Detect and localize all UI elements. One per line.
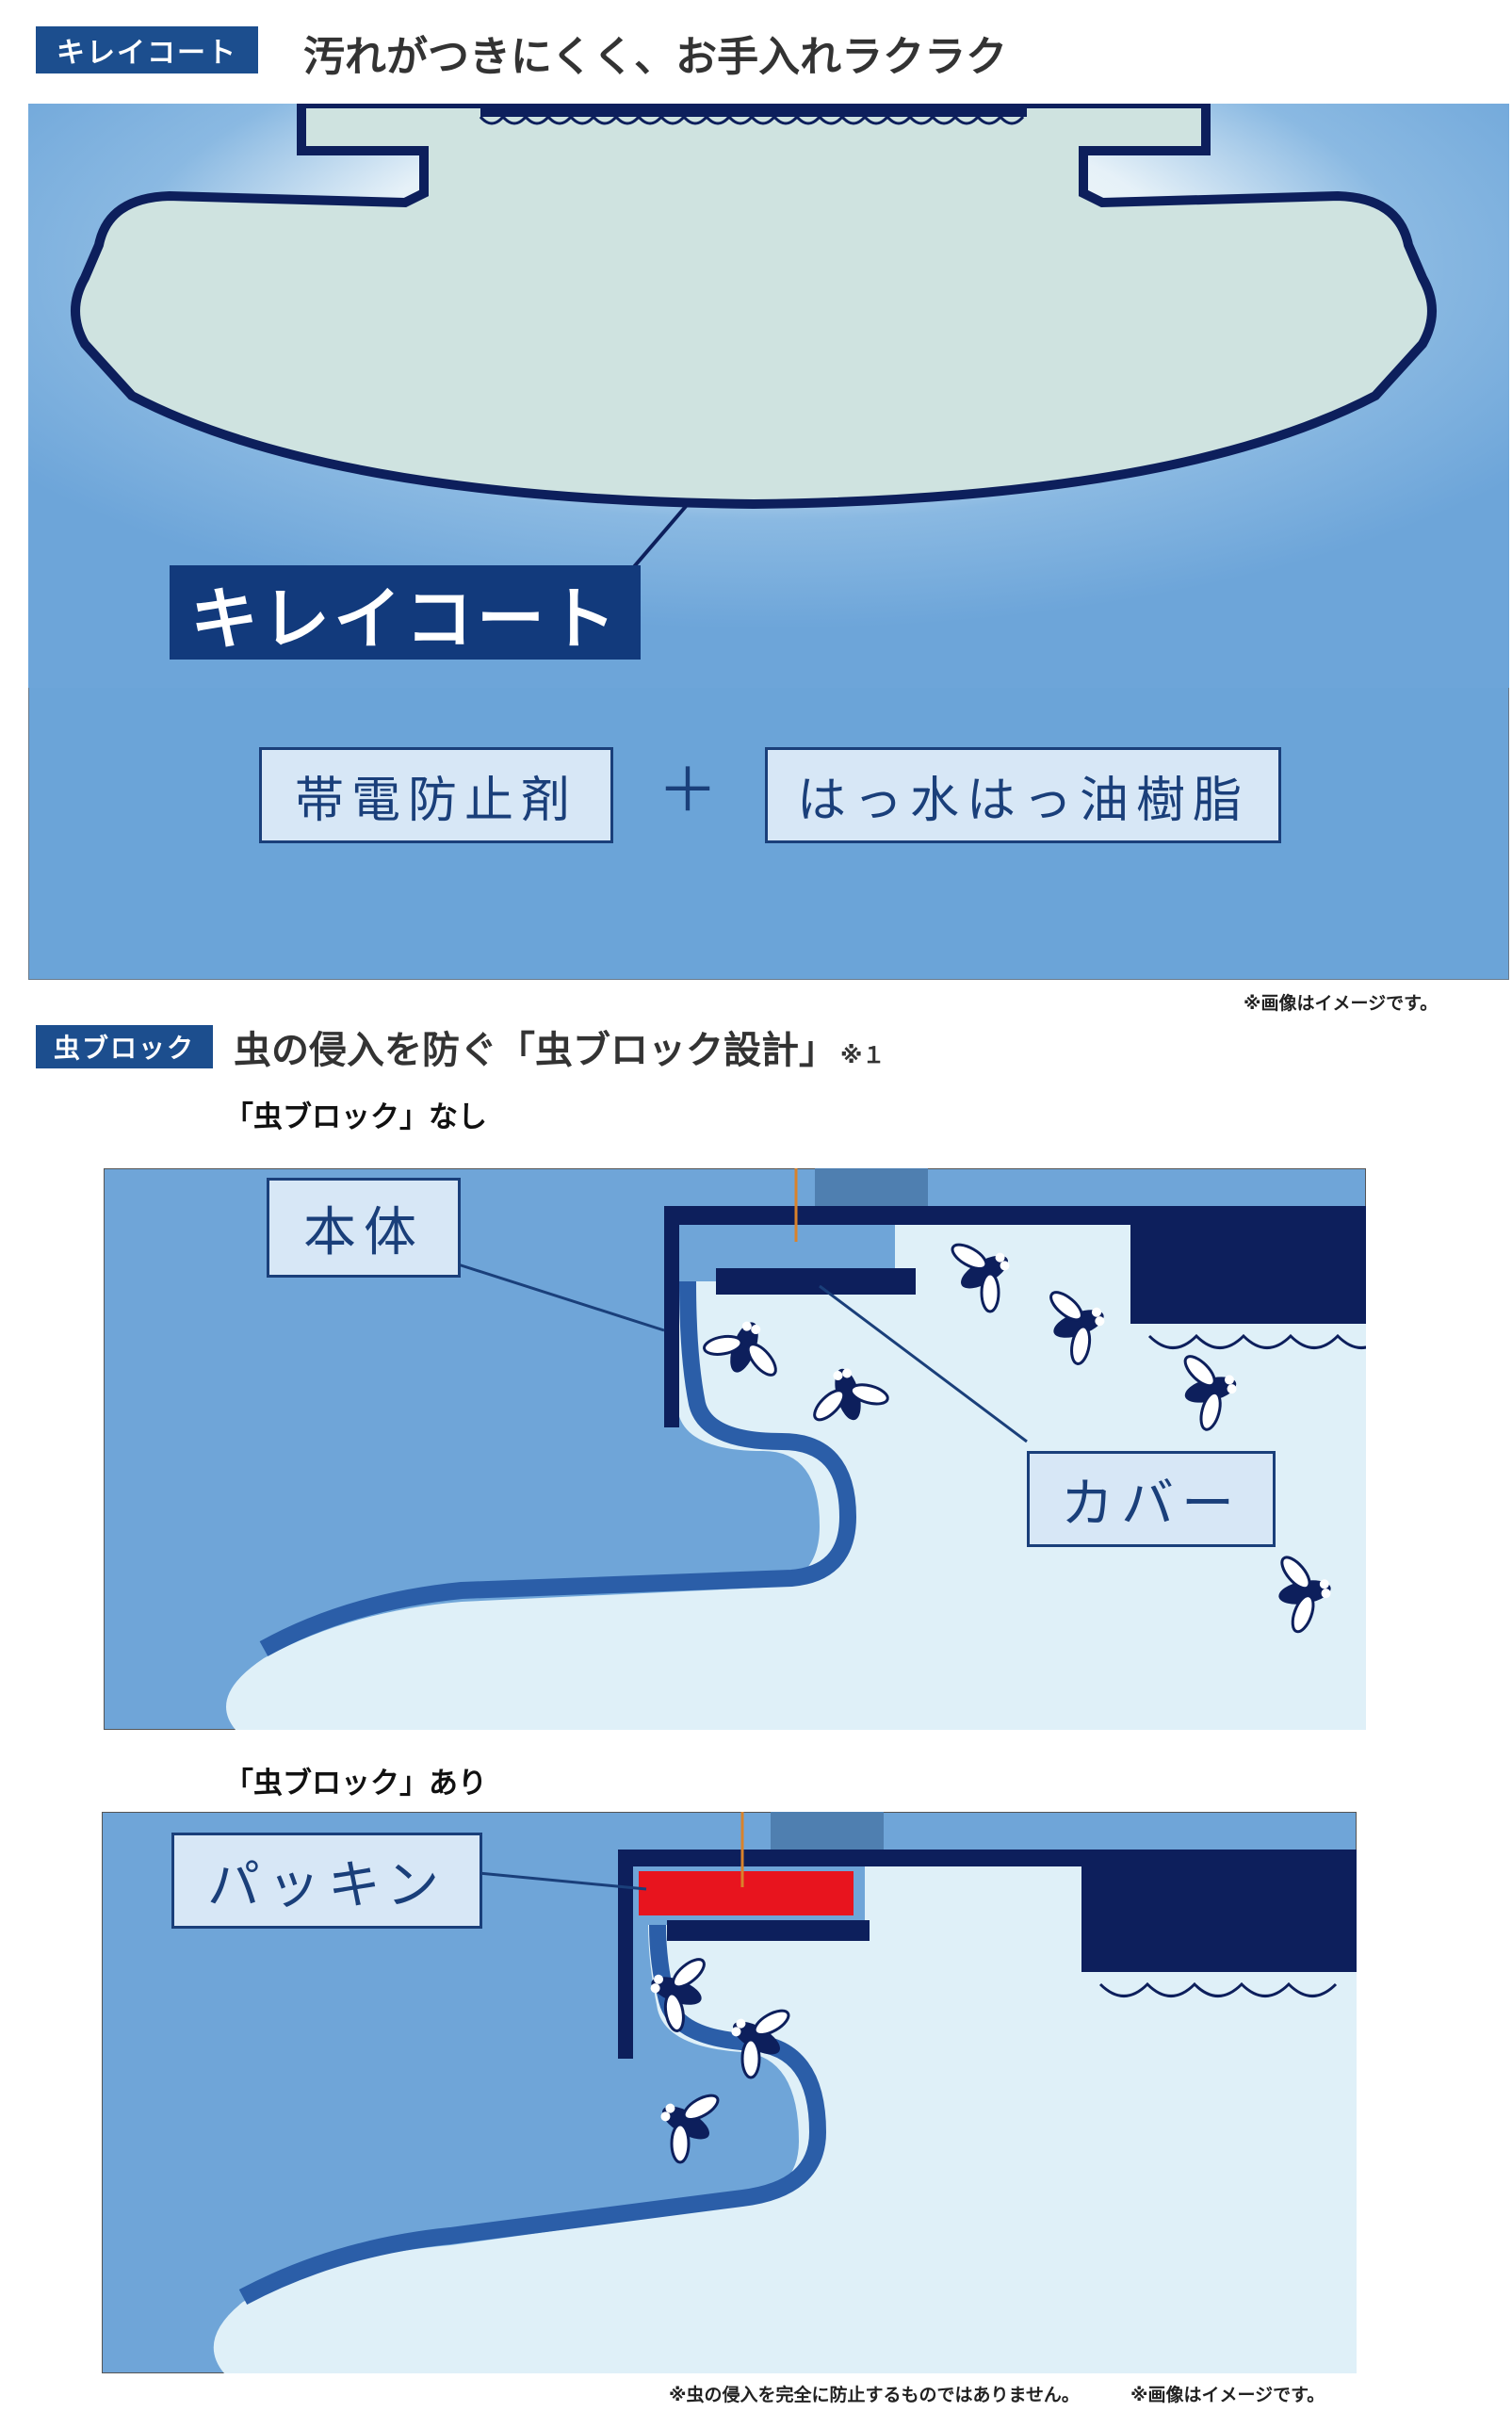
fly-icon — [951, 1243, 1010, 1313]
section-tag-bug-block: 虫ブロック — [36, 1025, 213, 1068]
fly-icon — [1049, 1291, 1105, 1365]
image-note-2: ※画像はイメージです。 — [1130, 2385, 1325, 2405]
label-packing: パッキン — [171, 1833, 482, 1929]
fly-icon — [703, 1321, 777, 1377]
ingredient-antistatic: 帯電防止剤 — [259, 747, 613, 843]
footnote-not-complete: ※虫の侵入を完全に防止するものではありません。 — [669, 2385, 1080, 2405]
section-tag-kirei-coat: キレイコート — [36, 26, 258, 73]
kirei-coat-label: キレイコート — [170, 565, 641, 660]
label-body: 本体 — [267, 1178, 461, 1278]
packing-red-block — [639, 1871, 854, 1915]
fly-icon — [650, 1958, 706, 2032]
fly-icon — [1183, 1355, 1237, 1431]
fly-icon — [1278, 1556, 1331, 1634]
scallop-edge — [479, 114, 1025, 125]
fly-icon — [731, 2009, 790, 2079]
panel-without-bug-block — [104, 1168, 1366, 1730]
label-cover: カバー — [1027, 1451, 1276, 1547]
fly-icon — [813, 1368, 889, 1422]
section-heading-kirei-coat: 汚れがつきにくく、お手入れラクラク — [303, 33, 1008, 81]
kirei-coat-illustration — [28, 104, 1509, 980]
callout-with-bug-block: 「虫ブロック」あり — [224, 1767, 487, 1801]
plus-sign: ＋ — [658, 757, 718, 826]
panel-with-bug-block — [102, 1812, 1357, 2373]
heading-text: 虫の侵入を防ぐ「虫ブロック設計」 — [234, 1029, 837, 1072]
image-note-1: ※画像はイメージです。 — [1244, 993, 1439, 1014]
callout-without-bug-block: 「虫ブロック」なし — [224, 1100, 487, 1134]
section-heading-bug-block: 虫の侵入を防ぐ「虫ブロック設計」※１ — [234, 1019, 885, 1074]
heading-superscript: ※１ — [840, 1042, 886, 1068]
toilet-lid-outline — [71, 104, 1437, 510]
fly-icon — [660, 2094, 720, 2164]
ingredient-repellent-resin: はっ水はっ油樹脂 — [765, 747, 1281, 843]
